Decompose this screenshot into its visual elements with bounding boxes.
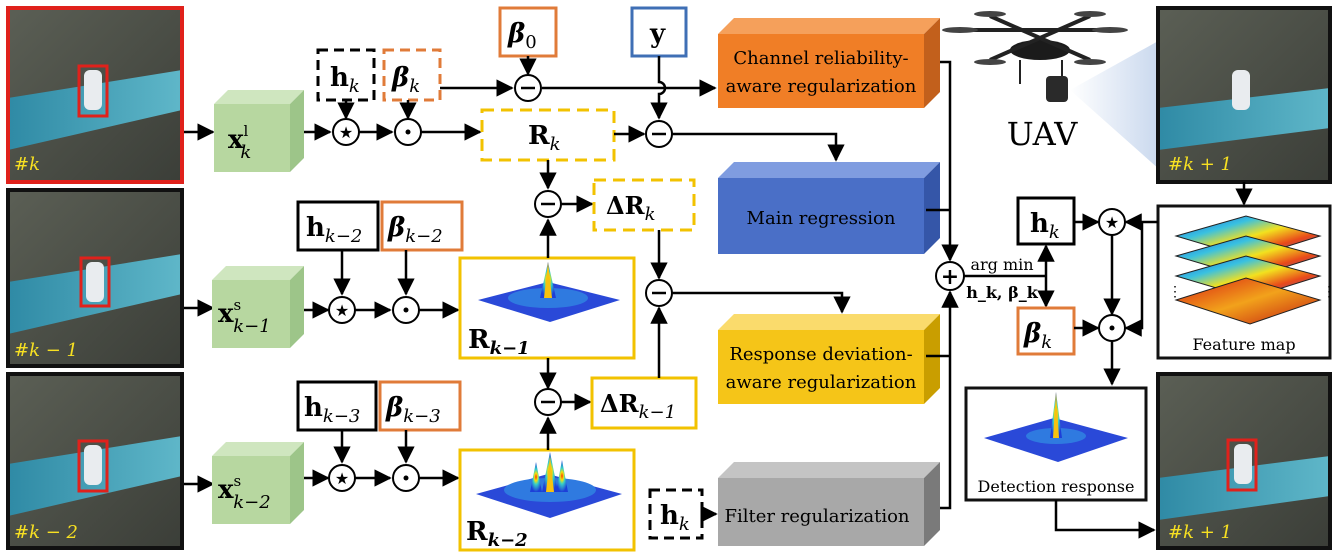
- svg-text:aware regularization: aware regularization: [726, 76, 917, 97]
- svg-text:Channel reliability-: Channel reliability-: [733, 48, 908, 69]
- svg-text:Rk−2: Rk−2: [466, 517, 528, 551]
- svg-text:Rk−1: Rk−1: [468, 325, 530, 359]
- svg-text:⋮: ⋮: [1322, 284, 1336, 300]
- svg-text:★: ★: [335, 469, 349, 488]
- frame-k-label: #k: [14, 154, 40, 175]
- feature-map-label: Feature map: [1192, 335, 1295, 354]
- op-minus-y: [645, 120, 673, 148]
- param-beta-k2: βk−2: [380, 200, 464, 252]
- reg-filter: Filter regularization: [718, 462, 940, 546]
- op-dot-row2: [392, 296, 420, 324]
- detection-response: Detection response: [964, 386, 1148, 502]
- svg-text:βk: βk: [1023, 319, 1052, 353]
- svg-text:Rk: Rk: [528, 121, 561, 155]
- svg-text:Filter regularization: Filter regularization: [724, 506, 909, 527]
- frame-next: #k + 1: [1156, 6, 1332, 184]
- frame-k1: #k − 1: [6, 188, 184, 368]
- param-h-k3: hk−3: [296, 380, 378, 432]
- frame-next-bottom-label: #k + 1: [1168, 522, 1232, 543]
- svg-text:⋮: ⋮: [1168, 284, 1182, 300]
- svg-text:hk: hk: [660, 501, 690, 535]
- frame-next-bottom: #k + 1: [1156, 372, 1332, 550]
- svg-text:hk: hk: [1030, 209, 1060, 243]
- op-conv-row3: ★: [328, 464, 356, 492]
- param-beta-k-right: βk: [1016, 306, 1076, 356]
- frame-k2: #k − 2: [6, 372, 184, 550]
- param-y: y: [630, 6, 688, 58]
- op-dot-row1: [394, 118, 422, 146]
- response-dR-k1: ΔRk−1: [590, 376, 698, 430]
- param-beta-0: β0: [498, 6, 558, 58]
- param-h-k2: hk−2: [296, 200, 380, 252]
- svg-text:+: +: [941, 264, 959, 290]
- response-R-k1: Rk−1: [458, 256, 636, 360]
- frame-next-label: #k + 1: [1168, 154, 1232, 175]
- op-dot-right: [1098, 314, 1126, 342]
- response-dR-k: ΔRk: [592, 178, 696, 232]
- op-minus-dR: [645, 279, 673, 307]
- svg-text:hk: hk: [330, 63, 360, 97]
- op-conv-row1: ★: [332, 118, 360, 146]
- svg-text:hk−2: hk−2: [306, 213, 362, 247]
- frame-k2-label: #k − 2: [14, 522, 78, 543]
- svg-text:βk−3: βk−3: [385, 393, 441, 427]
- svg-text:β0: β0: [507, 19, 537, 53]
- svg-text:hk−3: hk−3: [304, 393, 360, 427]
- param-h-k: hk: [316, 48, 376, 102]
- svg-text:Response deviation-: Response deviation-: [729, 344, 912, 365]
- frame-k: #k: [6, 6, 184, 184]
- op-conv-row2: ★: [328, 296, 356, 324]
- svg-text:ΔRk: ΔRk: [606, 191, 656, 225]
- reg-main: Main regression: [718, 162, 940, 254]
- response-R-k2: Rk−2: [458, 448, 636, 552]
- argmin-label: arg min: [970, 255, 1033, 274]
- svg-text:aware regularization: aware regularization: [726, 372, 917, 393]
- svg-text:βk: βk: [391, 63, 420, 97]
- param-beta-k: βk: [382, 48, 442, 102]
- op-conv-right: ★: [1098, 208, 1126, 236]
- argmin-sub: h_k, β_k: [966, 283, 1038, 302]
- param-h-k-right: hk: [1016, 196, 1076, 246]
- op-minus-dRk1: [534, 388, 562, 416]
- op-minus-beta0: [514, 74, 542, 102]
- reg-response: Response deviation- aware regularization: [718, 314, 940, 404]
- uav-label: UAV: [1007, 115, 1079, 153]
- svg-text:★: ★: [1105, 213, 1119, 232]
- feature-map: ⋮ ⋮ Feature map: [1156, 204, 1336, 360]
- svg-text:Main regression: Main regression: [747, 208, 896, 229]
- response-R-k: Rk: [480, 108, 616, 162]
- uav-icon: [942, 11, 1160, 170]
- op-dot-row3: [392, 464, 420, 492]
- op-minus-dRk: [534, 190, 562, 218]
- svg-text:ΔRk−1: ΔRk−1: [600, 389, 676, 423]
- detection-label: Detection response: [978, 477, 1135, 496]
- param-h-k-filter: hk: [648, 488, 704, 540]
- reg-channel: Channel reliability- aware regularizatio…: [718, 18, 940, 108]
- frame-k1-label: #k − 1: [14, 340, 78, 361]
- svg-text:★: ★: [335, 301, 349, 320]
- svg-text:★: ★: [339, 123, 353, 142]
- svg-text:y: y: [649, 19, 666, 49]
- svg-text:βk−2: βk−2: [387, 213, 443, 247]
- op-sum: +: [935, 261, 965, 291]
- param-beta-k3: βk−3: [378, 380, 462, 432]
